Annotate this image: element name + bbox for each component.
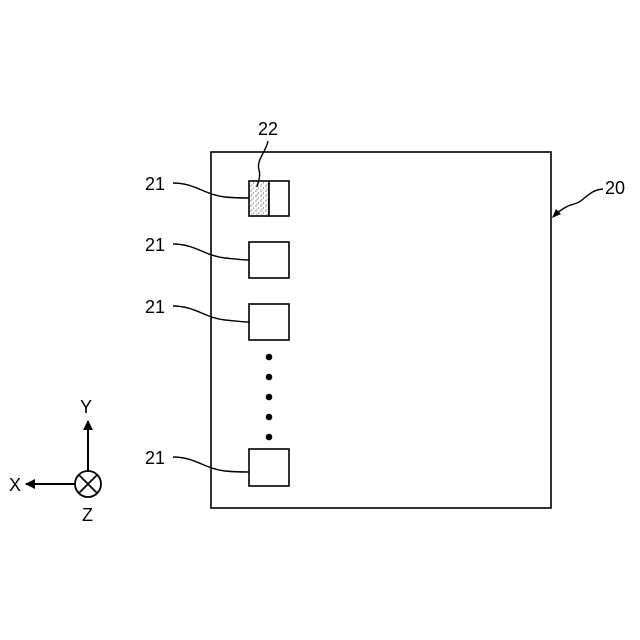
element-21-2 [249,242,289,278]
element-21-last [249,449,289,486]
element-21-top [249,181,289,216]
axis-z-label: Z [82,505,93,525]
stippled-part-22 [249,181,269,216]
element-label-3: 21 [145,297,165,317]
coordinate-axes [26,421,101,497]
panel-label: 20 [605,178,625,198]
axis-x-label: X [9,475,21,495]
element-label-1: 21 [145,174,165,194]
element-label-4: 21 [145,448,165,468]
element-21-3 [249,304,289,340]
panel-leader-line [556,189,603,214]
axis-y-label: Y [80,397,92,417]
stippled-part-label: 22 [258,119,278,139]
element-21-top-remainder [269,181,289,216]
panel-leader-arrowhead [552,209,561,218]
element-label-2: 21 [145,235,165,255]
